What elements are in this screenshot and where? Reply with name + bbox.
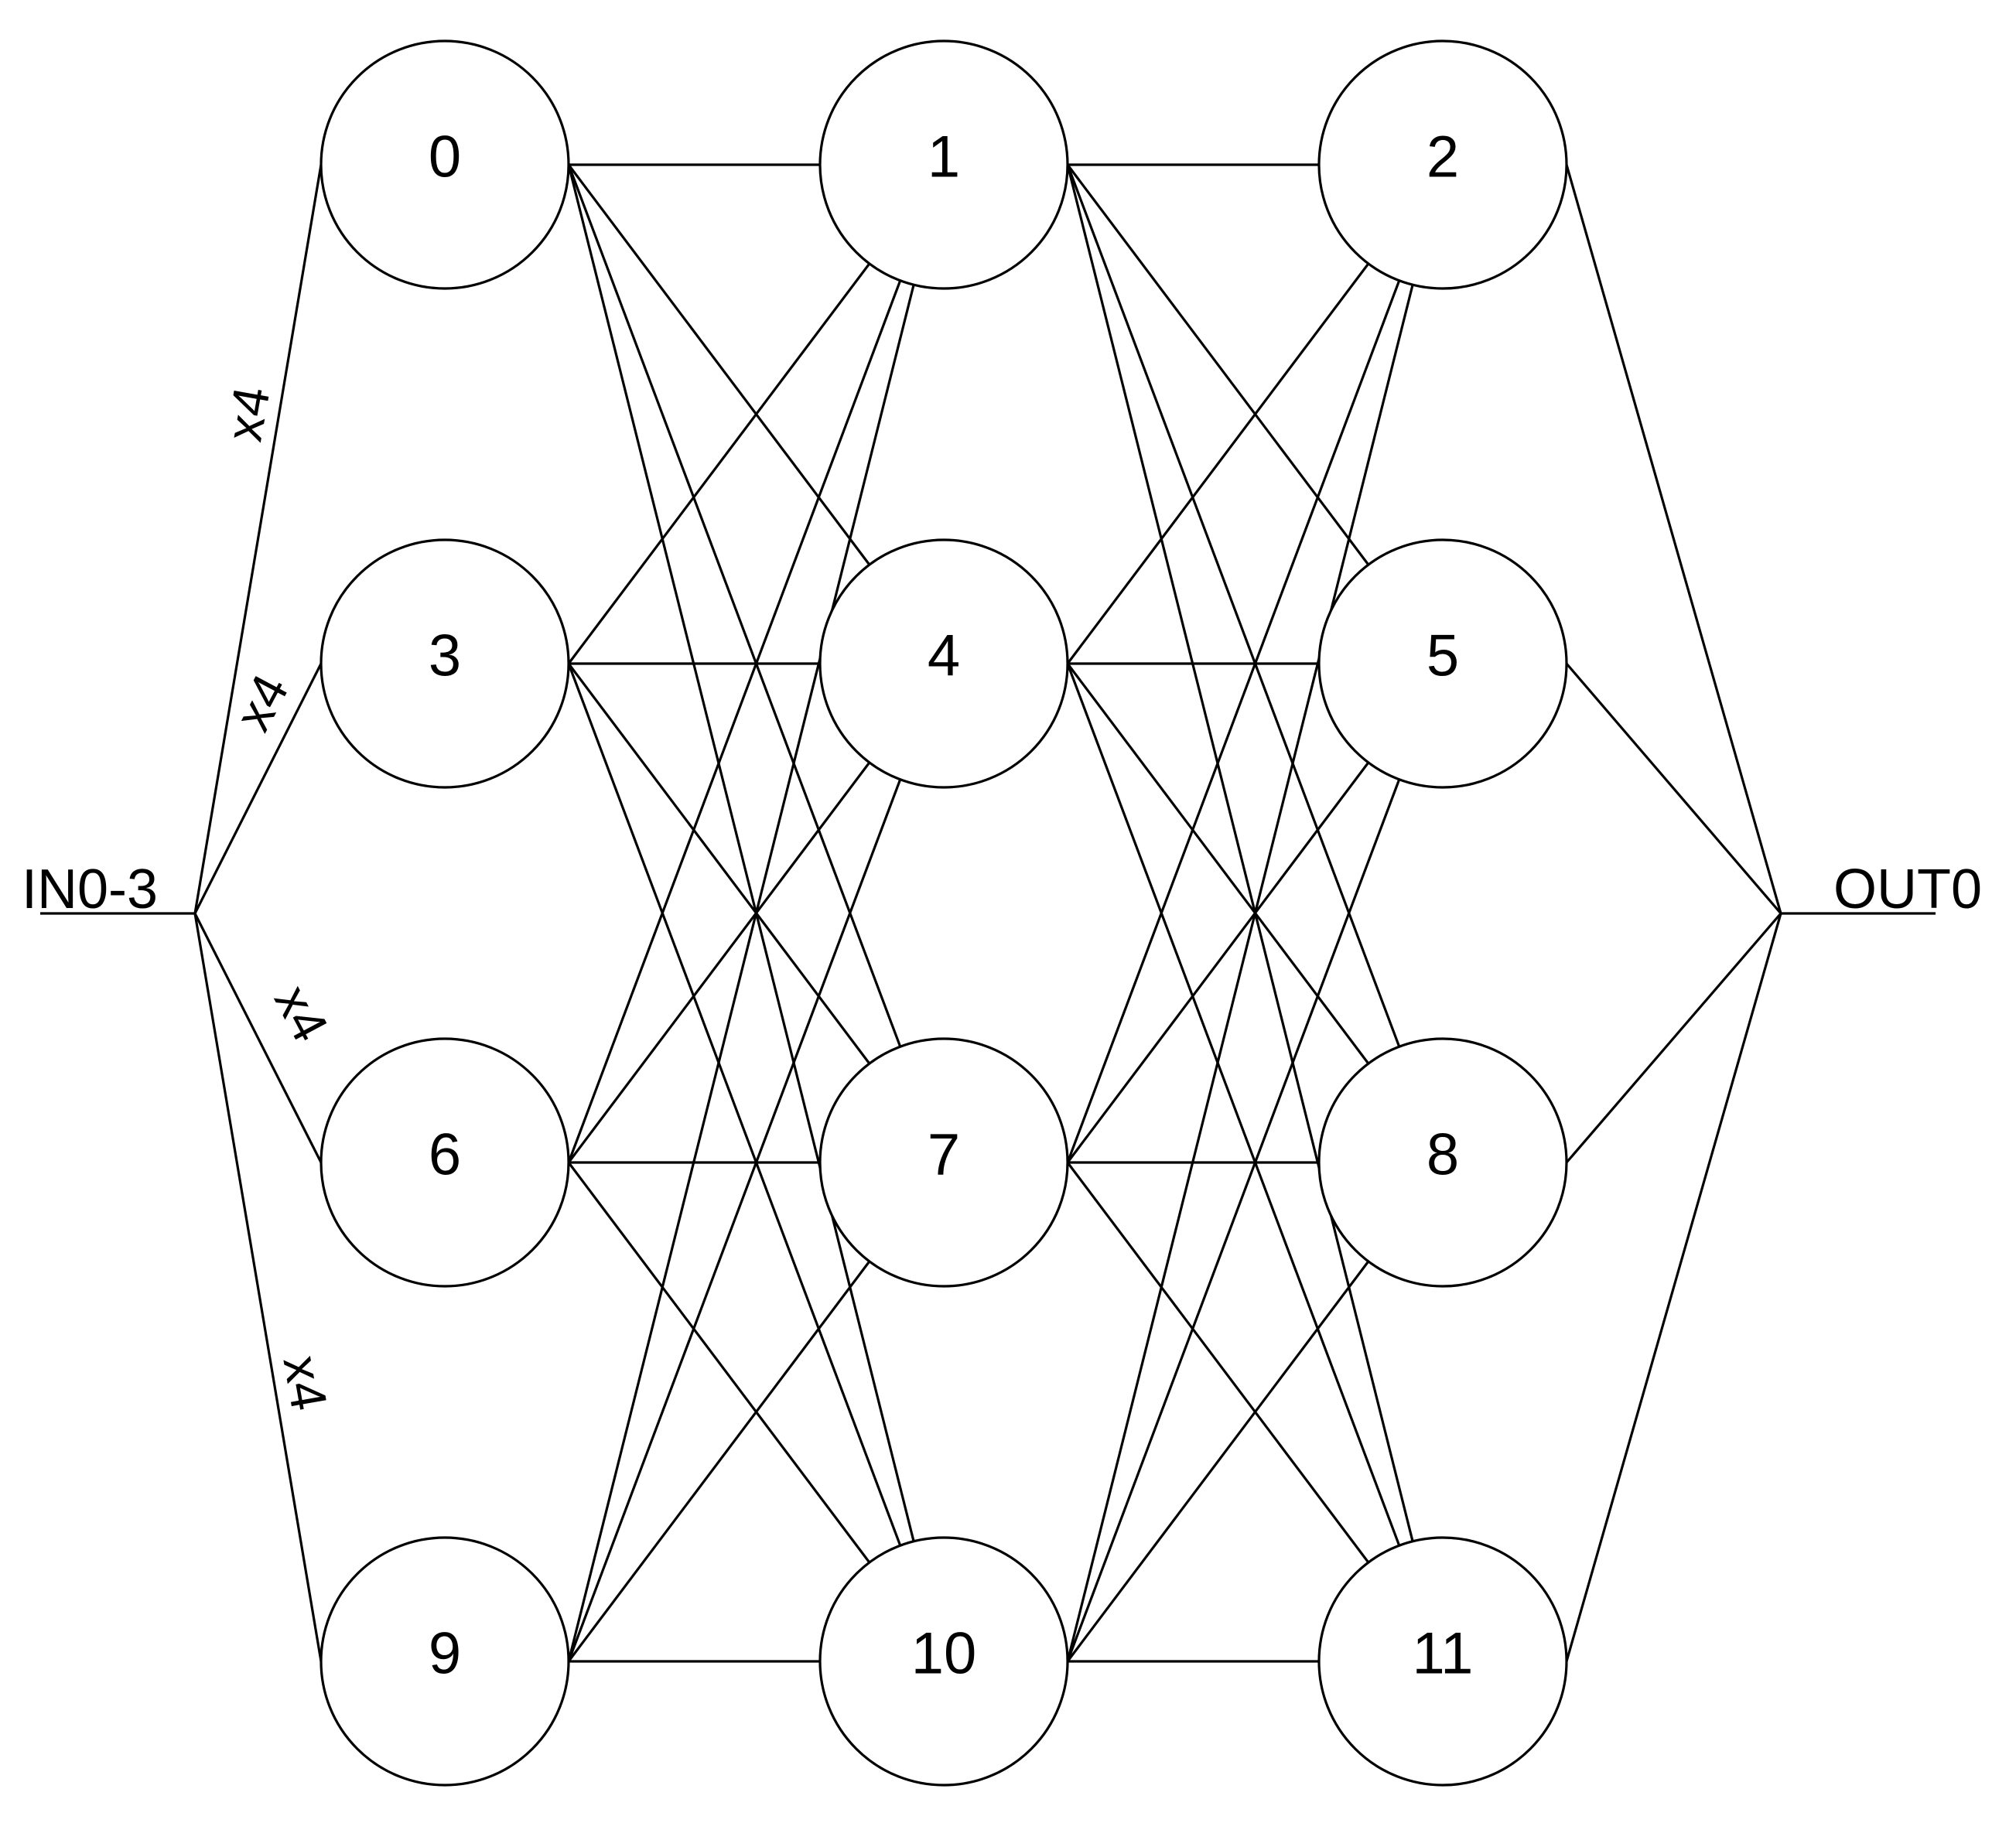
nodes-group: 0 3 6 9 1 4 7 10 2 5 8 11 (319, 39, 1568, 1787)
node-10: 10 (818, 1536, 1069, 1787)
node-label-11: 11 (1413, 1621, 1474, 1687)
edge-4-11 (1066, 663, 1401, 1546)
input-edge-3 (193, 663, 323, 914)
node-label-1: 1 (928, 125, 960, 190)
edge-1-5 (1066, 164, 1370, 566)
node-circle-0 (319, 39, 570, 290)
node-0: 0 (319, 39, 570, 290)
edge-0-7 (567, 164, 902, 1047)
node-circle-1 (818, 39, 1069, 290)
output-edge-11 (1565, 913, 1782, 1662)
edge-1-11 (1066, 164, 1414, 1542)
node-label-3: 3 (429, 623, 461, 689)
node-label-7: 7 (928, 1122, 960, 1188)
node-circle-8 (1317, 1037, 1568, 1288)
node-label-8: 8 (1427, 1122, 1459, 1188)
node-9: 9 (319, 1536, 570, 1787)
node-circle-11 (1317, 1536, 1568, 1787)
multiplicity-label-0: x4 (215, 382, 281, 446)
node-11: 11 (1317, 1536, 1568, 1787)
edges-group (193, 163, 1782, 1663)
node-label-5: 5 (1427, 623, 1459, 689)
node-circle-10 (818, 1536, 1069, 1787)
edge-9-4 (567, 779, 902, 1662)
edge-3-7 (567, 663, 871, 1065)
edge-9-1 (567, 284, 915, 1662)
node-circle-6 (319, 1037, 570, 1288)
node-2: 2 (1317, 39, 1568, 290)
node-circle-3 (319, 538, 570, 789)
edge-9-7 (567, 1260, 871, 1662)
edge-0-10 (567, 164, 915, 1542)
edge-6-4 (567, 761, 871, 1163)
input-edge-0 (193, 164, 323, 914)
node-5: 5 (1317, 538, 1568, 789)
node-label-0: 0 (429, 125, 461, 190)
edge-7-2 (1066, 280, 1401, 1163)
node-1: 1 (818, 39, 1069, 290)
node-circle-9 (319, 1536, 570, 1787)
node-circle-2 (1317, 39, 1568, 290)
edge-10-8 (1066, 1260, 1370, 1662)
edge-10-2 (1066, 284, 1414, 1662)
edge-4-2 (1066, 262, 1370, 664)
io-group: IN0-3 OUT0 (22, 859, 1982, 920)
node-label-2: 2 (1427, 125, 1459, 190)
output-label: OUT0 (1833, 859, 1982, 920)
edge-4-8 (1066, 663, 1370, 1065)
multiplicity-label-2: x4 (264, 976, 340, 1050)
node-6: 6 (319, 1037, 570, 1288)
edge-0-4 (567, 164, 871, 566)
output-edge-5 (1565, 662, 1782, 915)
input-edge-6 (193, 913, 323, 1163)
node-label-4: 4 (928, 623, 960, 689)
output-edge-2 (1565, 164, 1782, 914)
input-label: IN0-3 (22, 859, 158, 920)
edge-6-1 (567, 280, 902, 1163)
edge-3-1 (567, 262, 871, 664)
node-8: 8 (1317, 1037, 1568, 1288)
node-4: 4 (818, 538, 1069, 789)
edge-7-11 (1066, 1162, 1370, 1564)
node-circle-7 (818, 1037, 1069, 1288)
multiplicity-labels: x4 x4 x4 x4 (215, 382, 340, 1415)
node-circle-4 (818, 538, 1069, 789)
input-edge-9 (193, 913, 323, 1662)
edge-7-5 (1066, 761, 1370, 1163)
edge-6-10 (567, 1162, 871, 1564)
edge-3-10 (567, 663, 902, 1546)
node-3: 3 (319, 538, 570, 789)
node-7: 7 (818, 1037, 1069, 1288)
node-label-6: 6 (429, 1122, 461, 1188)
node-circle-5 (1317, 538, 1568, 789)
output-edge-8 (1565, 912, 1782, 1164)
multiplicity-label-3: x4 (273, 1351, 339, 1415)
node-label-10: 10 (911, 1621, 977, 1687)
node-label-9: 9 (429, 1621, 461, 1687)
edge-1-8 (1066, 164, 1401, 1047)
edge-10-5 (1066, 779, 1401, 1662)
